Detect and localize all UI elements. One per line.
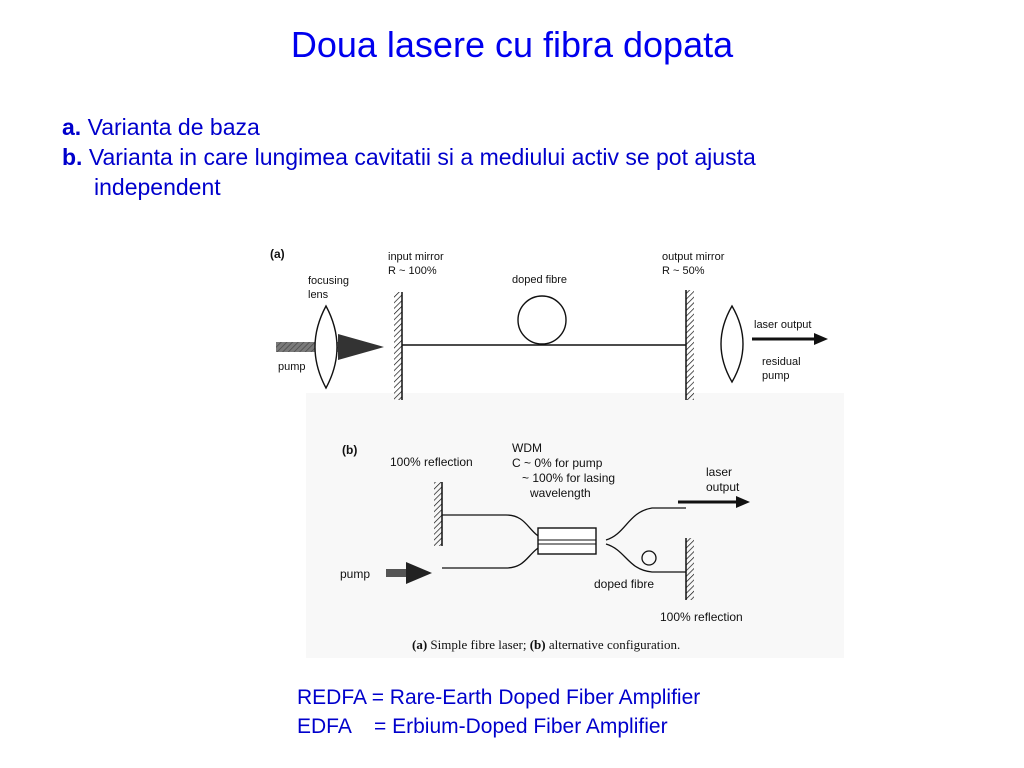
caption-b-marker: (b) (530, 637, 546, 652)
input-mirror-label-2: R ~ 100% (388, 265, 437, 277)
wdm-label-2: C ~ 0% for pump (512, 456, 603, 470)
bullet-a-marker: a. (62, 114, 82, 140)
caption-a-text: Simple fibre laser; (430, 637, 526, 652)
pump-beam-b (386, 569, 410, 577)
panel-b-background (306, 393, 844, 658)
residual-pump-label-2: pump (762, 370, 790, 382)
fibre-laser-diagram: (a) focusing lens input mirror R ~ 100% … (266, 238, 844, 658)
input-mirror-hatch (394, 292, 402, 400)
wdm-coupler (537, 527, 597, 555)
residual-pump-label-1: residual (762, 356, 801, 368)
reflection-bottom-label: 100% reflection (660, 610, 743, 624)
panel-b-tag: (b) (342, 443, 357, 457)
panel-a-tag: (a) (270, 247, 285, 261)
doped-fibre-label-b: doped fibre (594, 577, 654, 591)
doped-fibre-coil-a (517, 295, 567, 345)
caption-a-marker: (a) (412, 637, 427, 652)
bullet-a: a. Varianta de baza (62, 112, 962, 142)
caption-b-text: alternative configuration. (549, 637, 680, 652)
bullet-b-marker: b. (62, 144, 83, 170)
output-mirror-hatch (686, 290, 694, 400)
output-mirror-label-1: output mirror (662, 251, 725, 263)
fibre-upper-right (605, 507, 686, 541)
laser-output-label-b-1: laser (706, 465, 732, 479)
bullet-a-text: Varianta de baza (87, 114, 260, 140)
definition-edfa: EDFA = Erbium-Doped Fiber Amplifier (297, 715, 668, 738)
wdm-label-3: ~ 100% for lasing (522, 471, 615, 485)
acronym-definitions: REDFA = Rare-Earth Doped Fiber Amplifier… (297, 683, 700, 741)
input-mirror-label-1: input mirror (388, 251, 444, 263)
wdm-label-1: WDM (512, 441, 542, 455)
output-lens (720, 304, 744, 384)
laser-output-label-a: laser output (754, 319, 811, 331)
reflection-top-label: 100% reflection (390, 455, 473, 469)
bullet-b-text: Varianta in care lungimea cavitatii si a… (88, 144, 756, 170)
focusing-lens (314, 304, 338, 390)
focusing-lens-label-1: focusing (308, 275, 349, 287)
bullet-list: a. Varianta de baza b. Varianta in care … (62, 112, 962, 202)
bullet-b-continuation: independent (94, 174, 221, 200)
doped-fibre-label-a: doped fibre (512, 274, 567, 286)
laser-output-label-b-2: output (706, 480, 740, 494)
doped-fibre-coil-b (641, 550, 657, 566)
wdm-label-4: wavelength (529, 486, 591, 500)
slide-title: Doua lasere cu fibra dopata (290, 24, 734, 65)
bullet-b: b. Varianta in care lungimea cavitatii s… (62, 142, 962, 172)
output-mirror-label-2: R ~ 50% (662, 265, 705, 277)
definition-redfa: REDFA = Rare-Earth Doped Fiber Amplifier (297, 686, 701, 709)
pump-label-a: pump (278, 361, 306, 373)
focusing-lens-label-2: lens (308, 289, 329, 301)
pump-arrowhead-a (338, 334, 384, 360)
fibre-lower-right (605, 543, 686, 573)
pump-label-b: pump (340, 567, 370, 581)
figure-caption: (a) Simple fibre laser; (b) alternative … (412, 637, 680, 652)
fibre-laser-figure: (a) focusing lens input mirror R ~ 100% … (266, 238, 844, 658)
